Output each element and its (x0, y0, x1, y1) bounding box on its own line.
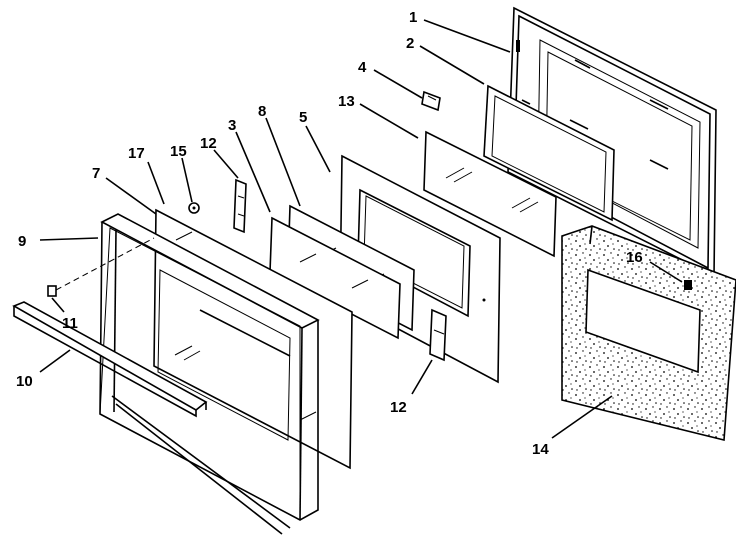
part-9-door-frame (99, 213, 320, 521)
callout-4: 4 (358, 59, 367, 76)
callout-15: 15 (170, 143, 187, 160)
callout-2: 2 (406, 35, 414, 52)
callout-14: 14 (532, 441, 549, 458)
callout-3: 3 (228, 117, 236, 134)
leader-lines (39, 19, 683, 439)
part-15-screw (188, 202, 200, 214)
callout-7: 7 (92, 165, 100, 182)
part-16-clip (684, 280, 692, 290)
part-14-insulation-block (561, 225, 736, 442)
callout-labels: 1 2 4 13 8 5 3 12 17 15 7 9 16 11 10 12 … (16, 9, 643, 458)
part-4-clip (421, 90, 441, 112)
callout-11: 11 (62, 315, 78, 332)
part-3-glass (269, 216, 401, 340)
callout-10: 10 (16, 373, 33, 390)
part-2-gasket-frame (483, 84, 615, 222)
callout-13: 13 (338, 93, 355, 110)
part-13-window-glass (423, 130, 557, 258)
callout-12-lower: 12 (390, 399, 407, 416)
callout-9: 9 (18, 233, 26, 250)
callout-1: 1 (409, 9, 417, 26)
part-12-bracket-lower (429, 308, 447, 362)
part-1-outer-door-panel (507, 6, 717, 278)
part-10-door-handle (12, 301, 208, 418)
bottom-trim-strip (111, 395, 291, 535)
callout-17: 17 (128, 145, 145, 162)
callout-16: 16 (626, 249, 643, 266)
callout-12-upper: 12 (200, 135, 217, 152)
part-12-bracket-upper (233, 178, 247, 234)
part-11-clip (47, 285, 57, 297)
callout-8: 8 (258, 103, 266, 120)
callout-5: 5 (299, 109, 307, 126)
